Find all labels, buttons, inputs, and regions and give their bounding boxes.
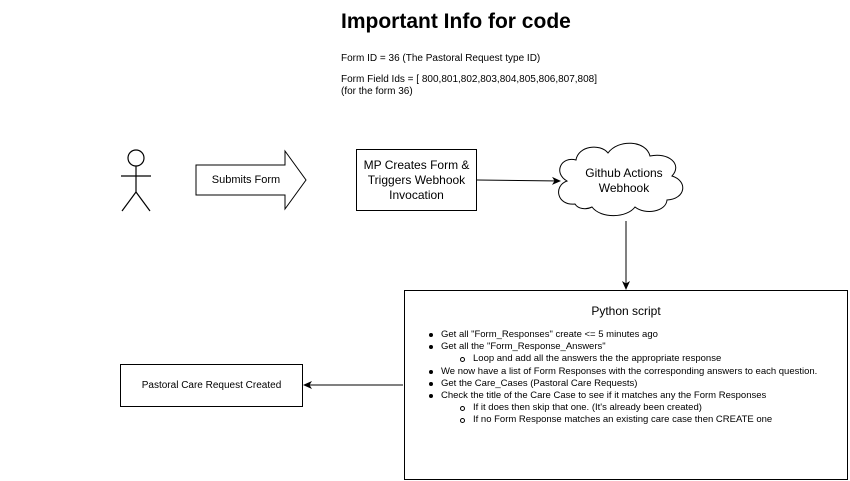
mp-box-line-1: MP Creates Form & <box>363 157 470 172</box>
github-webhook-label: Github Actions Webhook <box>570 166 678 196</box>
script-step: Get the Care_Cases (Pastoral Care Reques… <box>429 378 817 390</box>
github-webhook-cloud-shape <box>558 142 684 217</box>
form-id-info: Form ID = 36 (The Pastoral Request type … <box>341 53 541 64</box>
script-sub-step: If it does then skip that one. (It's alr… <box>429 402 817 414</box>
form-field-ids-info: Form Field Ids = [ 800,801,802,803,804,8… <box>341 74 598 85</box>
mp-box-line-2: Triggers Webhook <box>367 172 466 187</box>
script-step: Get all the "Form_Response_Answers" <box>429 341 817 353</box>
script-sub-step: Loop and add all the answers the the app… <box>429 353 817 365</box>
cloud-line-2: Webhook <box>598 181 650 195</box>
python-script-title: Python script <box>591 304 661 318</box>
script-step: We now have a list of Form Responses wit… <box>429 366 817 378</box>
python-script-box: Python script Get all "Form_Responses" c… <box>404 290 848 480</box>
user-actor-icon <box>121 149 151 212</box>
mp-box-line-3: Invocation <box>389 187 444 202</box>
script-sub-step: If no Form Response matches an existing … <box>429 414 817 426</box>
pastoral-care-request-created-box: Pastoral Care Request Created <box>120 364 303 407</box>
mp-to-webhook-arrow <box>476 176 561 185</box>
mp-creates-form-box: MP Creates Form & Triggers Webhook Invoc… <box>356 149 477 211</box>
diagram-title: Important Info for code <box>341 10 571 33</box>
submits-form-block-arrow <box>195 149 307 211</box>
python-script-steps: Get all "Form_Responses" create <= 5 min… <box>429 329 817 427</box>
form-field-ids-note: (for the form 36) <box>341 86 413 97</box>
script-step: Get all "Form_Responses" create <= 5 min… <box>429 329 817 341</box>
cloud-line-1: Github Actions <box>585 166 663 180</box>
submits-form-label: Submits Form <box>211 174 281 186</box>
script-step: Check the title of the Care Case to see … <box>429 390 817 402</box>
